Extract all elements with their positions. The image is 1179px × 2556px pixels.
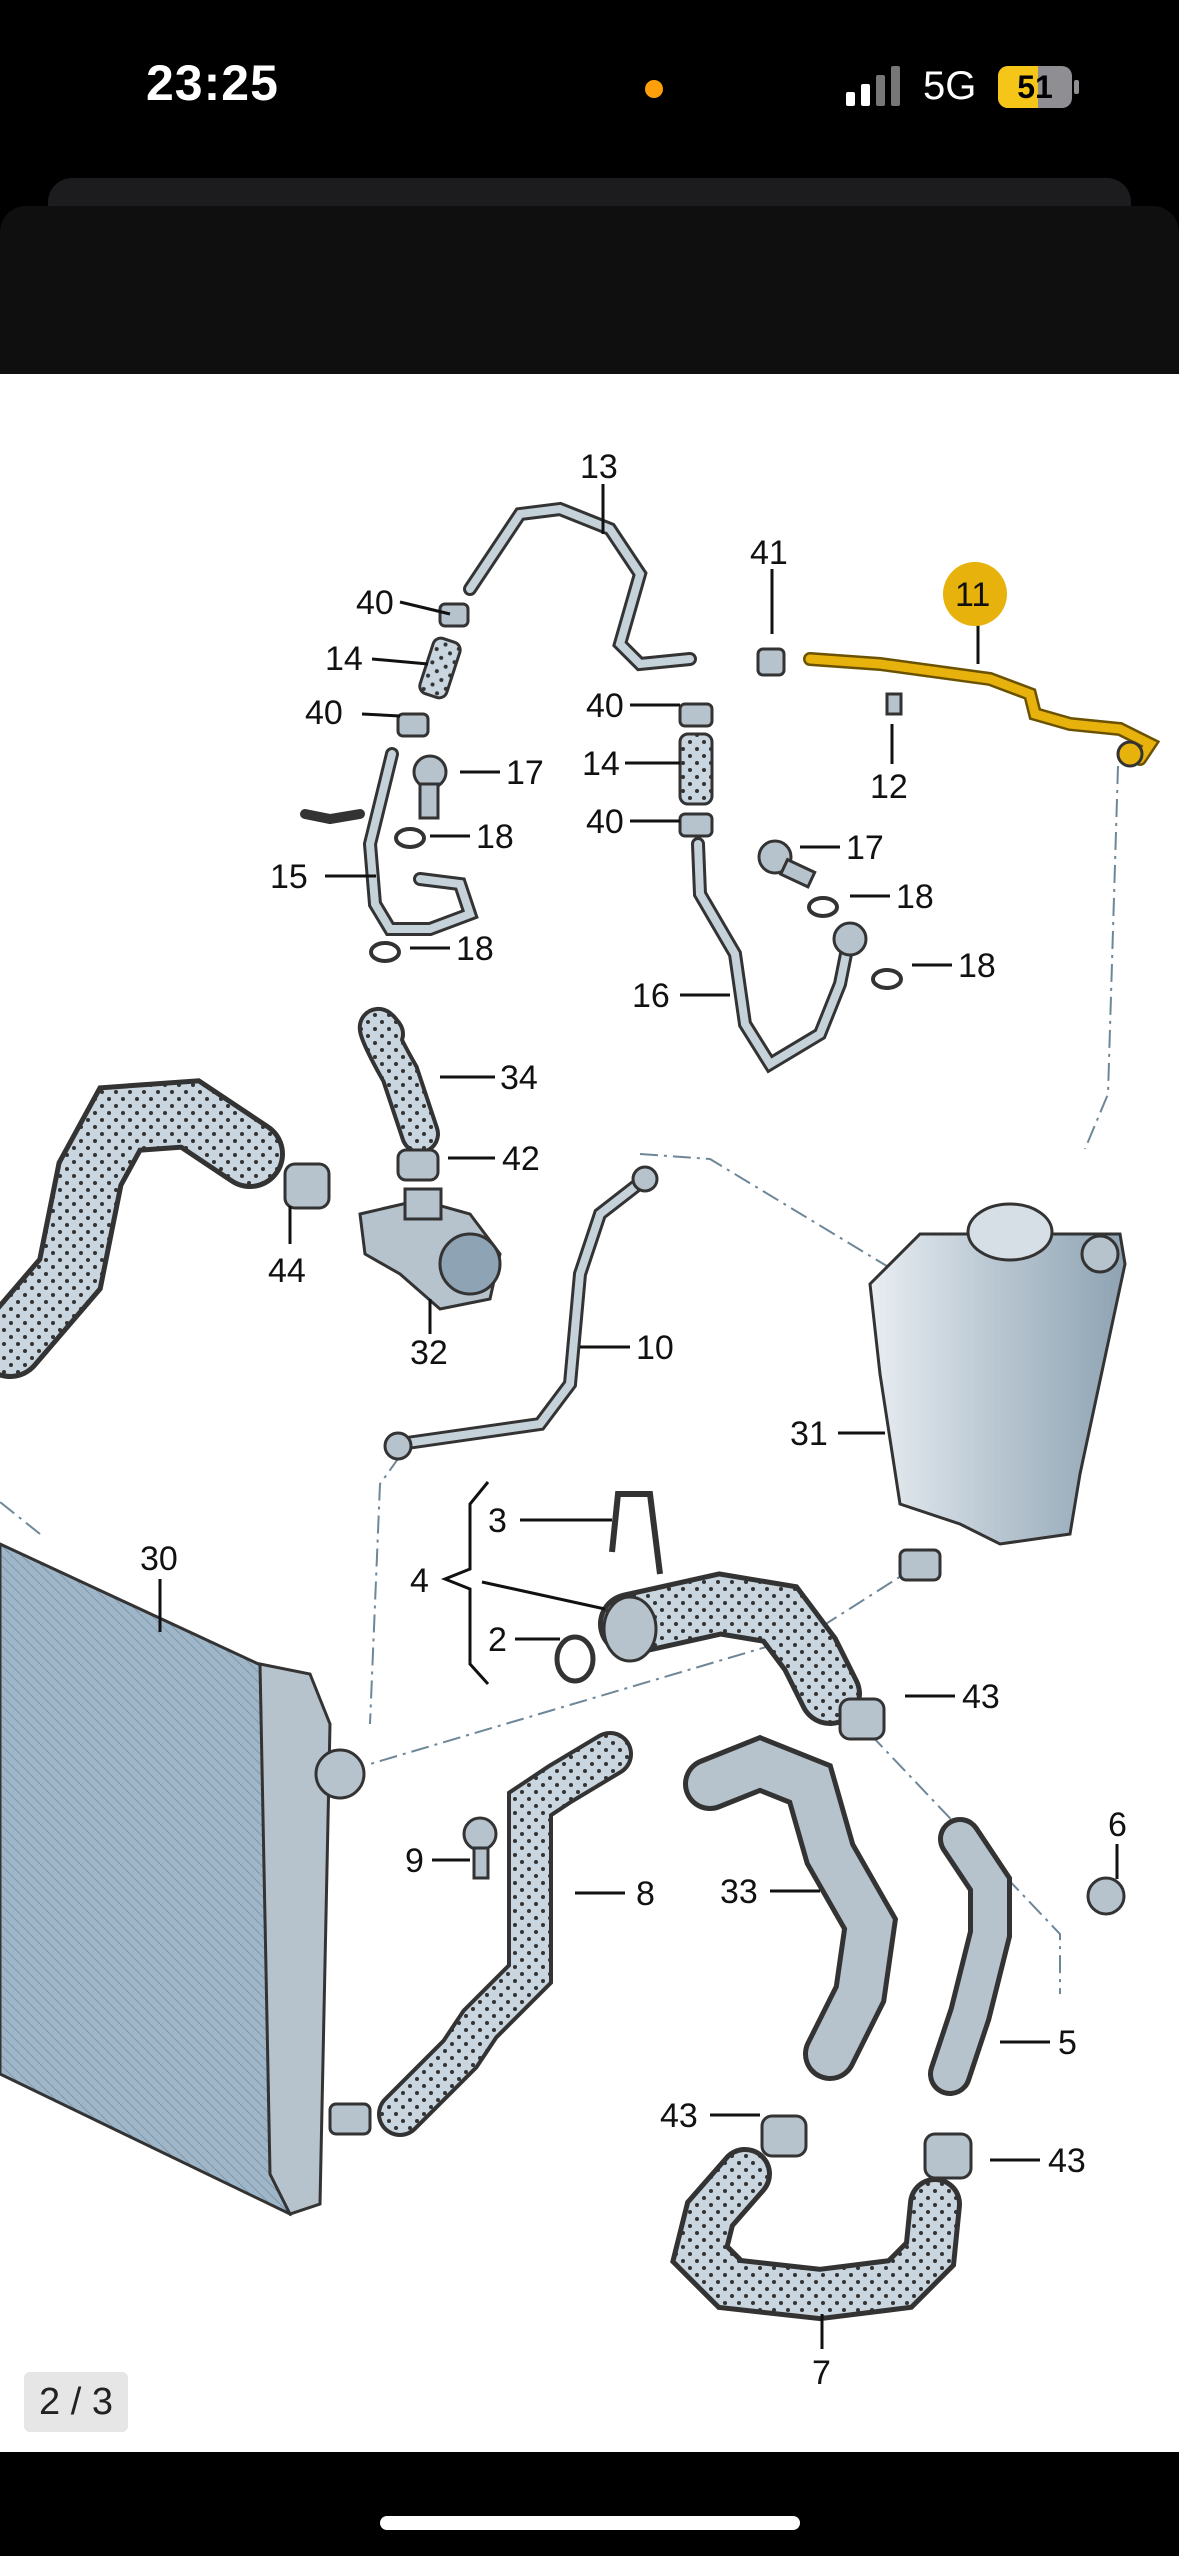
- hose-8: [377, 1731, 633, 2137]
- retaining-clip-3: [609, 1491, 663, 1575]
- callout-11-highlight-circle: [943, 562, 1007, 626]
- hose-13: [463, 501, 697, 672]
- bolt-17-right: [757, 692, 903, 990]
- hose-4: [598, 1571, 862, 1726]
- parts-diagram-image[interactable]: 13 41 11 40 14 40 17 18 15 18 40 14 40 1…: [0, 374, 1179, 2452]
- callout-7[interactable]: 7: [812, 2354, 831, 2392]
- thermostat-housing-32: [358, 1187, 502, 1311]
- callout-8[interactable]: 8: [636, 1875, 655, 1913]
- callout-2[interactable]: 2: [488, 1621, 507, 1659]
- callout-34[interactable]: 34: [500, 1059, 538, 1097]
- hose-14-left: [396, 602, 470, 738]
- callout-17[interactable]: 17: [846, 829, 884, 867]
- pipe-10: [383, 1165, 659, 1461]
- callout-40[interactable]: 40: [305, 694, 343, 732]
- status-bar: 23:25 5G 51: [0, 0, 1179, 175]
- coolant-system-exploded-diagram: 13 41 11 40 14 40 17 18 15 18 40 14 40 1…: [0, 448, 1161, 2392]
- callout-leader-lines: [158, 484, 1119, 2349]
- callout-15[interactable]: 15: [270, 858, 308, 896]
- callout-43[interactable]: 43: [660, 2097, 698, 2135]
- radiator-30: [0, 1542, 372, 2217]
- callout-4[interactable]: 4: [410, 1562, 429, 1600]
- group-bracket-4: [440, 1481, 606, 1686]
- assembly-leader-lines: [0, 765, 1119, 1994]
- callout-32[interactable]: 32: [410, 1334, 448, 1372]
- callout-3[interactable]: 3: [488, 1502, 507, 1540]
- page-indicator: 2 / 3: [24, 2372, 128, 2432]
- callout-40[interactable]: 40: [356, 584, 394, 622]
- callout-14[interactable]: 14: [582, 745, 620, 783]
- pipe-5: [928, 1817, 1012, 2096]
- callout-43[interactable]: 43: [962, 1678, 1000, 1716]
- callout-43[interactable]: 43: [1048, 2142, 1086, 2180]
- callout-17[interactable]: 17: [506, 754, 544, 792]
- hose-14-center: [678, 647, 786, 838]
- clip-9: [462, 1816, 498, 1880]
- callout-41[interactable]: 41: [750, 534, 788, 572]
- callout-31[interactable]: 31: [790, 1415, 828, 1453]
- callout-9[interactable]: 9: [405, 1842, 424, 1880]
- callout-40[interactable]: 40: [586, 803, 624, 841]
- cellular-signal-icon: [846, 66, 900, 106]
- callout-11[interactable]: 11: [955, 576, 990, 614]
- hose-34: [357, 1007, 440, 1182]
- callout-18[interactable]: 18: [958, 947, 996, 985]
- callout-14[interactable]: 14: [325, 640, 363, 678]
- battery-level: 51: [1017, 69, 1053, 105]
- bottom-safe-area: [0, 2452, 1179, 2556]
- callout-44[interactable]: 44: [268, 1252, 306, 1290]
- clamp-44: [283, 1162, 331, 1210]
- callout-33[interactable]: 33: [720, 1873, 758, 1911]
- pipe-11-highlighted: [803, 652, 1161, 768]
- home-indicator[interactable]: [380, 2516, 800, 2530]
- hose-7: [670, 2147, 962, 2322]
- callout-16[interactable]: 16: [632, 977, 670, 1015]
- callout-6[interactable]: 6: [1108, 1806, 1127, 1844]
- hose-33: [683, 1734, 899, 2081]
- clamps-43: [760, 1697, 973, 2180]
- network-type: 5G: [923, 64, 977, 108]
- callout-18[interactable]: 18: [456, 930, 494, 968]
- callout-12[interactable]: 12: [870, 768, 908, 806]
- viewer-header: [0, 206, 1179, 518]
- bolt-17-left: [369, 754, 448, 963]
- seal-2: [554, 1634, 596, 1684]
- callout-labels: 13 41 11 40 14 40 17 18 15 18 40 14 40 1…: [140, 448, 1127, 2392]
- radiator-hose-upper: [0, 1078, 285, 1379]
- cap-6: [1086, 1876, 1126, 1916]
- callout-10[interactable]: 10: [636, 1329, 674, 1367]
- privacy-indicator-dot: [645, 80, 663, 98]
- callout-40[interactable]: 40: [586, 687, 624, 725]
- callout-5[interactable]: 5: [1058, 2024, 1077, 2062]
- pipe-16: [691, 837, 857, 1074]
- callout-18[interactable]: 18: [896, 878, 934, 916]
- battery-icon: [998, 66, 1079, 108]
- callout-13[interactable]: 13: [580, 448, 618, 486]
- pipe-15: [300, 747, 479, 936]
- callout-30[interactable]: 30: [140, 1540, 178, 1578]
- expansion-tank-31: [868, 1202, 1127, 1582]
- callout-42[interactable]: 42: [502, 1140, 540, 1178]
- callout-18[interactable]: 18: [476, 818, 514, 856]
- status-time: 23:25: [146, 55, 279, 111]
